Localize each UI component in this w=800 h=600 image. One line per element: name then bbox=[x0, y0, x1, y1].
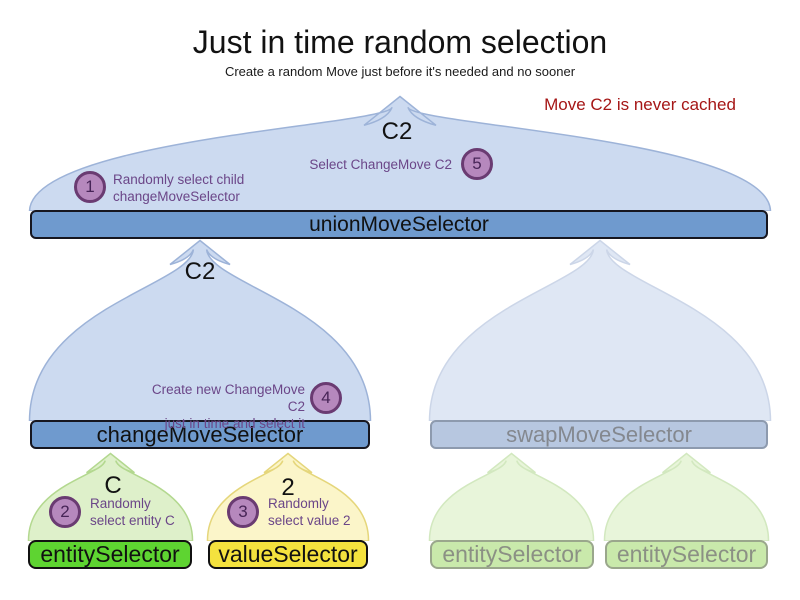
value-selector-bar: valueSelector bbox=[208, 540, 368, 569]
page-title: Just in time random selection bbox=[192, 24, 608, 60]
step-3-text: Randomly select value 2 bbox=[268, 495, 351, 529]
entity-selector-faded-bar-1: entitySelector bbox=[430, 540, 594, 569]
output-label-value-2: 2 bbox=[281, 474, 295, 501]
step-4-line-2: just in time and select it bbox=[164, 416, 305, 431]
swap-move-selector-bar: swapMoveSelector bbox=[430, 420, 768, 449]
step-3-line-1: Randomly bbox=[268, 496, 329, 511]
step-2-text: Randomly select entity C bbox=[90, 495, 175, 529]
entity-selector-faded-funnel-1 bbox=[428, 452, 595, 541]
step-1-badge: 1 bbox=[74, 171, 106, 203]
output-label-change-c2: C2 bbox=[184, 258, 216, 285]
output-label-union-c2: C2 bbox=[381, 118, 413, 145]
note-move-never-cached: Move C2 is never cached bbox=[544, 95, 736, 114]
step-2-badge: 2 bbox=[49, 496, 81, 528]
union-move-selector-funnel bbox=[28, 95, 772, 211]
union-move-selector-bar: unionMoveSelector bbox=[30, 210, 768, 239]
step-5-text: Select ChangeMove C2 bbox=[292, 156, 452, 173]
output-label-entity-c: C bbox=[104, 472, 122, 499]
entity-selector-bar: entitySelector bbox=[28, 540, 192, 569]
step-4-badge: 4 bbox=[310, 382, 342, 414]
change-move-selector-funnel bbox=[28, 239, 372, 421]
swap-move-selector-funnel bbox=[428, 239, 772, 421]
step-1-text: Randomly select child changeMoveSelector bbox=[113, 171, 244, 205]
step-5-badge: 5 bbox=[461, 148, 493, 180]
step-4-text: Create new ChangeMove C2 just in time an… bbox=[135, 381, 305, 432]
entity-selector-faded-funnel-2 bbox=[603, 452, 770, 541]
step-3-line-2: select value 2 bbox=[268, 513, 351, 528]
step-2-line-2: select entity C bbox=[90, 513, 175, 528]
step-1-line-1: Randomly select child bbox=[113, 172, 245, 187]
step-4-line-1: Create new ChangeMove C2 bbox=[151, 382, 305, 414]
change-move-selector-bar: changeMoveSelector bbox=[30, 420, 370, 449]
step-2-line-1: Randomly bbox=[90, 496, 151, 511]
entity-selector-faded-bar-2: entitySelector bbox=[605, 540, 768, 569]
page-subtitle: Create a random Move just before it's ne… bbox=[224, 64, 576, 79]
step-3-badge: 3 bbox=[227, 496, 259, 528]
step-5-line-1: Select ChangeMove C2 bbox=[309, 157, 452, 172]
step-1-line-2: changeMoveSelector bbox=[113, 189, 240, 204]
